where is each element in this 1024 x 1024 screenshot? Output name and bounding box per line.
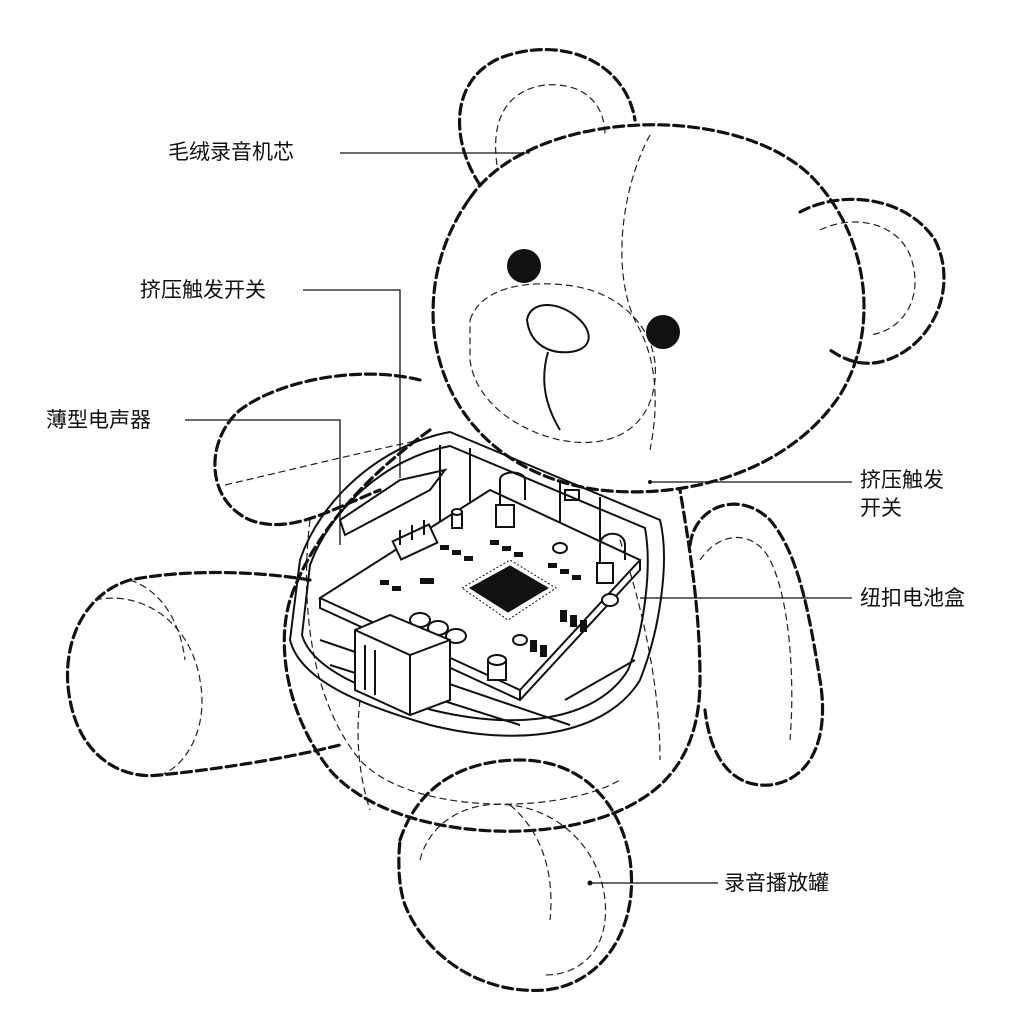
label-thin-speaker: 薄型电声器 xyxy=(46,408,151,432)
left-arm xyxy=(213,372,422,527)
leader-thin-speaker xyxy=(185,419,341,545)
leader-lines xyxy=(185,152,852,886)
smd-components xyxy=(380,540,587,657)
right-ear xyxy=(798,197,946,365)
left-leg xyxy=(65,570,342,778)
left-eye xyxy=(507,249,541,283)
capacitor-2 xyxy=(451,508,463,529)
right-leg xyxy=(397,758,633,992)
capacitor-3 xyxy=(487,654,507,681)
small-slot xyxy=(564,489,580,501)
label-plush-core: 毛绒录音机芯 xyxy=(168,140,294,164)
label-coin-battery-box: 纽扣电池盒 xyxy=(860,586,965,610)
right-eye xyxy=(646,315,680,349)
capacitor-1 xyxy=(552,542,568,554)
label-squeeze-switch-right: 挤压触发 开关 xyxy=(860,466,944,522)
microchip xyxy=(461,559,557,621)
label-record-play-can: 录音播放罐 xyxy=(724,871,829,895)
battery-housing xyxy=(354,613,451,717)
leader-squeeze-switch-left xyxy=(303,289,401,478)
label-squeeze-switch-right-line1: 挤压触发 xyxy=(860,468,944,492)
label-squeeze-switch-left: 挤压触发开关 xyxy=(140,278,266,302)
jumper-right xyxy=(596,532,626,584)
header-connector-left xyxy=(391,520,439,561)
right-arm xyxy=(688,502,825,787)
muzzle xyxy=(525,304,590,431)
left-ear xyxy=(457,48,637,187)
head xyxy=(431,123,866,494)
label-squeeze-switch-right-line2: 开关 xyxy=(860,496,902,520)
jumper-left xyxy=(495,471,526,528)
capacitor-4 xyxy=(512,634,528,646)
